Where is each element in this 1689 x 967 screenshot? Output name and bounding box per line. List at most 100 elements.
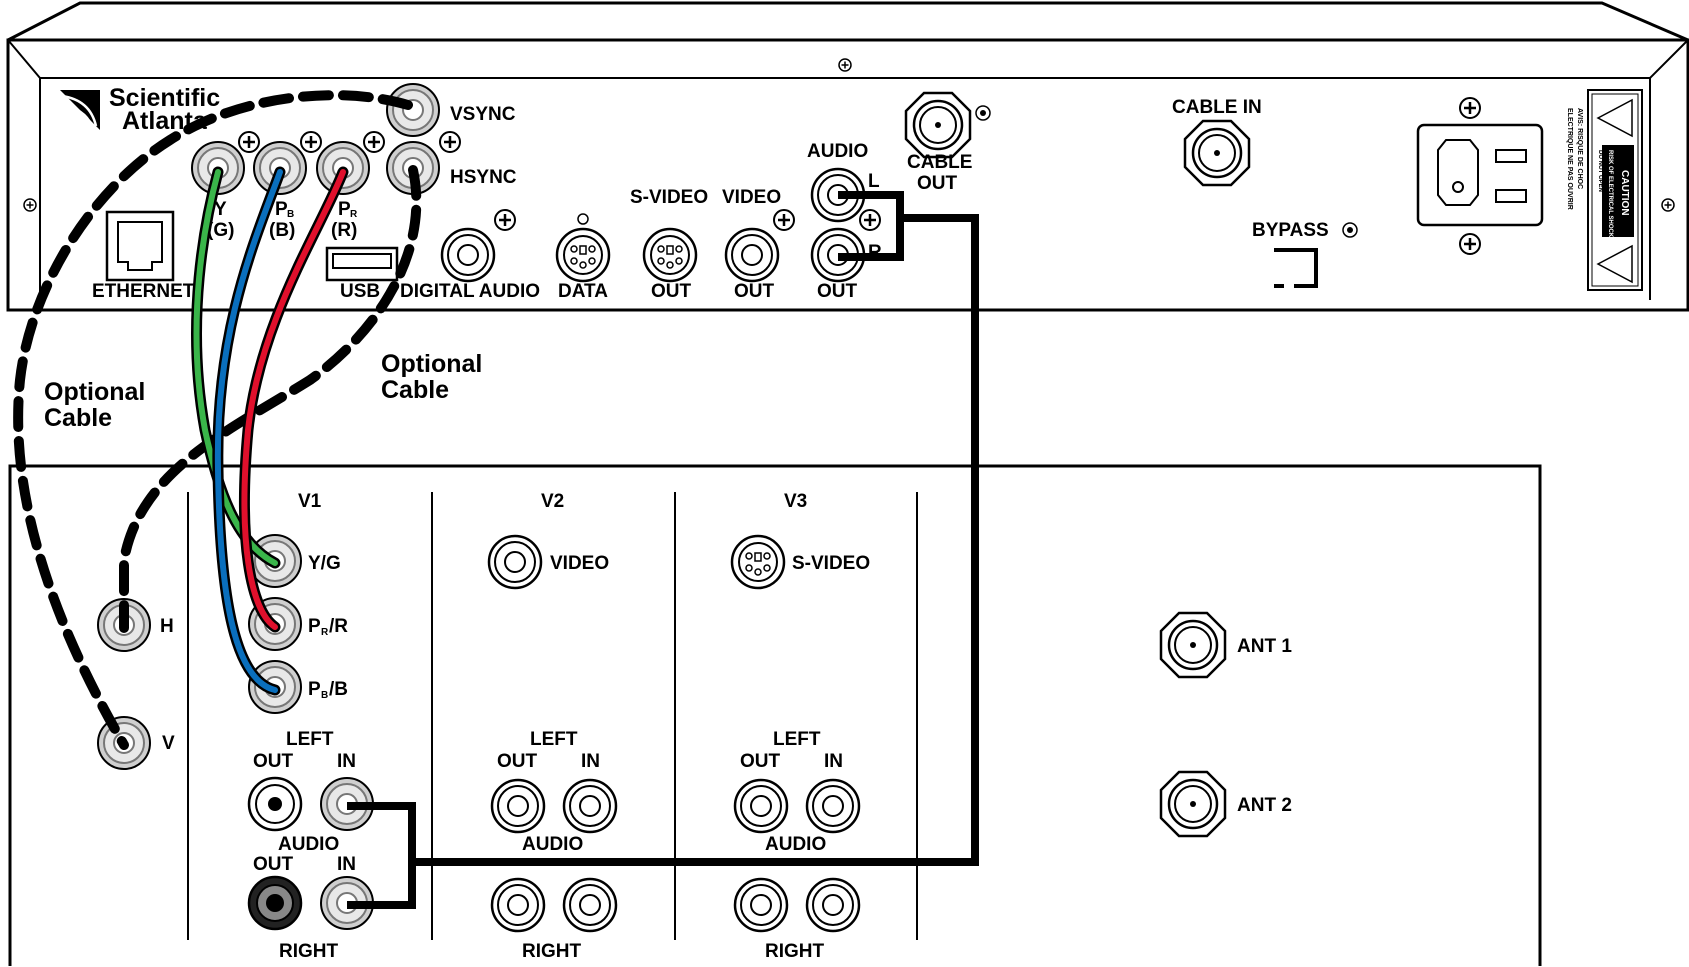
vsync-label: VSYNC xyxy=(450,104,516,125)
stb-video-label: VIDEO xyxy=(722,187,781,208)
digital-audio-jack[interactable] xyxy=(440,227,496,283)
caution-line2: RISK OF ELECTRICAL SHOCK xyxy=(1607,150,1613,238)
pr-label: P xyxy=(338,199,351,220)
stb-audio-label: AUDIO xyxy=(807,141,868,162)
tv-r-label: /R xyxy=(329,616,348,637)
hsync-label: HSYNC xyxy=(450,167,517,188)
caution-title: CAUTION xyxy=(1619,170,1630,216)
tv-h-label: H xyxy=(160,616,174,637)
v1-right-out-label: OUT xyxy=(253,854,294,875)
v3-right-label: RIGHT xyxy=(765,941,825,962)
tv-b-label: /B xyxy=(329,679,348,700)
tv-v2-video-label: VIDEO xyxy=(550,553,609,574)
indicator-icon xyxy=(1347,227,1353,233)
panel-screw-icon xyxy=(23,198,37,212)
v3-left-in-label: IN xyxy=(824,751,843,772)
v1-left-in-label: IN xyxy=(337,751,356,772)
screw-icon xyxy=(858,208,882,232)
tv-pr-sub: R xyxy=(321,627,329,638)
optional-cable-callout-left-1: Optional xyxy=(44,378,145,406)
ant2-label: ANT 2 xyxy=(1237,795,1292,816)
scientific-atlanta-logo: Scientific Atlanta xyxy=(60,84,220,135)
v2-left-label: LEFT xyxy=(530,729,578,750)
cable-in-label: CABLE IN xyxy=(1172,97,1262,118)
stb-video-out-jack[interactable] xyxy=(724,227,780,283)
cable-out-connector[interactable] xyxy=(904,91,972,159)
tv-pr-label: P xyxy=(308,616,321,637)
v2-right-in-jack[interactable] xyxy=(562,877,618,933)
b-label: (B) xyxy=(269,220,295,241)
v2-left-in-jack[interactable] xyxy=(562,778,618,834)
v3-audio-label: AUDIO xyxy=(765,834,826,855)
vsync-jack[interactable] xyxy=(386,83,440,137)
avis-line2: ELECTRIQUE NE PAS OUVRIR xyxy=(1566,108,1573,210)
panel-screw-icon xyxy=(1661,198,1675,212)
v2-left-in-label: IN xyxy=(581,751,600,772)
avis-line1: AVIS: RISQUE DE CHOC xyxy=(1576,108,1583,189)
usb-label: USB xyxy=(340,281,380,302)
logo-line1: Scientific xyxy=(109,84,220,112)
data-port[interactable] xyxy=(555,227,611,283)
v2-audio-label: AUDIO xyxy=(522,834,583,855)
tv-pb-label: P xyxy=(308,679,321,700)
bypass-label: BYPASS xyxy=(1252,220,1329,241)
tv-v3-svideo-jack[interactable] xyxy=(730,534,786,590)
screw-icon xyxy=(493,208,517,232)
r-label: (R) xyxy=(331,220,357,241)
screw-icon xyxy=(772,208,796,232)
screw-icon xyxy=(438,130,462,154)
ant2-connector[interactable] xyxy=(1159,770,1227,838)
panel-screw-icon xyxy=(838,58,852,72)
v2-right-label: RIGHT xyxy=(522,941,582,962)
pr-sub: R xyxy=(350,209,358,220)
v1-left-out-jack[interactable] xyxy=(247,776,303,832)
v2-right-out-jack[interactable] xyxy=(490,877,546,933)
v1-right-out-jack[interactable] xyxy=(247,875,303,931)
optional-cable-callout-left-2: Cable xyxy=(44,404,112,432)
v1-audio-label: AUDIO xyxy=(278,834,339,855)
stb-audio-l-label: L xyxy=(868,171,880,192)
ant1-connector[interactable] xyxy=(1159,611,1227,679)
stb-svideo-out-label: OUT xyxy=(651,281,692,302)
v1-right-label: RIGHT xyxy=(279,941,339,962)
y-label: Y xyxy=(214,199,227,220)
tv-v2-video-jack[interactable] xyxy=(487,534,543,590)
cable-out-label: CABLE xyxy=(907,152,972,173)
optional-cable-right xyxy=(119,165,422,633)
v3-left-out-label: OUT xyxy=(740,751,781,772)
usb-port[interactable] xyxy=(325,246,399,282)
stb-video-out-label: OUT xyxy=(734,281,775,302)
stb-audio-out-label: OUT xyxy=(817,281,858,302)
v3-left-out-jack[interactable] xyxy=(733,778,789,834)
screw-icon xyxy=(1458,232,1482,256)
v1-label: V1 xyxy=(298,491,322,512)
v1-left-out-label: OUT xyxy=(253,751,294,772)
v3-right-in-jack[interactable] xyxy=(805,877,861,933)
cable-in-connector[interactable] xyxy=(1183,119,1251,187)
tv-v3-svideo-label: S-VIDEO xyxy=(792,553,870,574)
v3-left-in-jack[interactable] xyxy=(805,778,861,834)
screw-icon xyxy=(299,130,323,154)
v1-left-label: LEFT xyxy=(286,729,334,750)
v3-left-label: LEFT xyxy=(773,729,821,750)
screw-icon xyxy=(362,130,386,154)
ac-power-outlet[interactable] xyxy=(1416,123,1544,227)
bypass-switch[interactable] xyxy=(1274,248,1318,288)
tv-pb-sub: B xyxy=(321,690,328,701)
caution-label: CAUTION RISK OF ELECTRICAL SHOCK DO NOT … xyxy=(1566,89,1643,291)
optional-cable-callout-right-1: Optional xyxy=(381,350,482,378)
v2-label: V2 xyxy=(541,491,564,512)
optional-cable-callout-right-2: Cable xyxy=(381,376,449,404)
blue-cable-fill xyxy=(214,169,283,693)
v3-right-out-jack[interactable] xyxy=(733,877,789,933)
ethernet-port[interactable] xyxy=(105,210,175,282)
v1-right-in-label: IN xyxy=(337,854,356,875)
screw-icon xyxy=(1458,96,1482,120)
stb-svideo-out-jack[interactable] xyxy=(642,227,698,283)
ethernet-label: ETHERNET xyxy=(92,281,195,302)
caution-line3: DO NOT OPEN xyxy=(1597,150,1603,192)
indicator-icon xyxy=(980,110,986,116)
v2-left-out-jack[interactable] xyxy=(490,778,546,834)
digital-audio-label: DIGITAL AUDIO xyxy=(400,281,540,302)
